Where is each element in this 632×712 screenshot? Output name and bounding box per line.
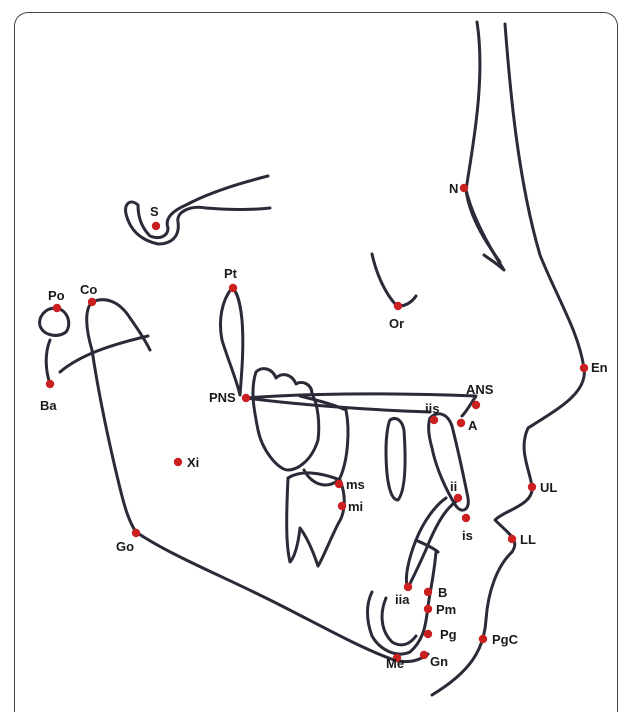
landmark-point-ms xyxy=(335,480,343,488)
landmark-label-mi: mi xyxy=(348,499,363,514)
palate-lower xyxy=(246,398,430,412)
landmark-point-is xyxy=(462,514,470,522)
nasal-inner-line xyxy=(466,190,500,262)
landmark-point-pns xyxy=(242,394,250,402)
landmark-label-xi: Xi xyxy=(187,455,199,470)
landmark-label-ul: UL xyxy=(540,480,557,495)
landmark-label-pg: Pg xyxy=(440,627,457,642)
landmark-point-b xyxy=(424,588,432,596)
porion-outline xyxy=(40,308,69,335)
landmark-point-co xyxy=(88,298,96,306)
landmark-label-co: Co xyxy=(80,282,97,297)
landmark-point-en xyxy=(580,364,588,372)
landmark-label-a: A xyxy=(468,418,478,433)
lower-molar xyxy=(287,473,345,566)
nasal-bone-outline xyxy=(466,22,504,270)
landmark-point-pm xyxy=(424,605,432,613)
landmark-label-iia: iia xyxy=(395,592,410,607)
landmark-point-xi xyxy=(174,458,182,466)
landmark-label-b: B xyxy=(438,585,447,600)
landmark-point-pg xyxy=(424,630,432,638)
landmark-point-ans xyxy=(472,401,480,409)
landmark-label-pns: PNS xyxy=(209,390,236,405)
landmark-point-iis xyxy=(430,416,438,424)
soft-tissue-profile xyxy=(432,24,584,695)
mandible-border xyxy=(136,532,428,662)
basion-outline xyxy=(46,340,50,384)
landmark-label-gn: Gn xyxy=(430,654,448,669)
landmark-label-en: En xyxy=(591,360,608,375)
landmark-point-pgc xyxy=(479,635,487,643)
landmark-label-is: is xyxy=(462,528,473,543)
landmark-label-or: Or xyxy=(389,316,404,331)
occipital-line xyxy=(60,336,148,372)
landmark-label-ll: LL xyxy=(520,532,536,547)
upper-molar xyxy=(253,369,319,470)
landmark-label-n: N xyxy=(449,181,458,196)
landmark-point-ll xyxy=(508,535,516,543)
landmark-label-me: Me xyxy=(386,656,404,671)
landmark-label-ans: ANS xyxy=(466,382,494,397)
landmark-label-pgc: PgC xyxy=(492,632,519,647)
landmark-label-ba: Ba xyxy=(40,398,57,413)
landmark-point-ii xyxy=(454,494,462,502)
landmark-label-iis: iis xyxy=(425,401,439,416)
landmark-point-go xyxy=(132,529,140,537)
landmark-point-s xyxy=(152,222,160,230)
condyle-outline xyxy=(87,302,136,532)
landmark-point-ul xyxy=(528,483,536,491)
landmark-label-go: Go xyxy=(116,539,134,554)
sella-outline xyxy=(126,176,270,244)
landmark-point-a xyxy=(457,419,465,427)
landmark-point-mi xyxy=(338,502,346,510)
anatomical-outlines xyxy=(40,22,585,695)
landmark-label-ii: ii xyxy=(450,479,457,494)
landmark-point-n xyxy=(460,184,468,192)
landmark-label-ms: ms xyxy=(346,477,365,492)
upper-premolar xyxy=(386,418,405,500)
pterygoid-outline xyxy=(220,288,242,395)
landmark-point-pt xyxy=(229,284,237,292)
landmark-label-pt: Pt xyxy=(224,266,238,281)
landmark-points xyxy=(46,184,588,662)
landmark-label-pm: Pm xyxy=(436,602,456,617)
orbit-outline xyxy=(372,254,416,306)
landmark-point-iia xyxy=(404,583,412,591)
landmark-label-po: Po xyxy=(48,288,65,303)
landmark-point-gn xyxy=(420,651,428,659)
upper-incisor xyxy=(429,414,469,510)
landmark-label-s: S xyxy=(150,204,159,219)
landmark-point-ba xyxy=(46,380,54,388)
landmark-point-or xyxy=(394,302,402,310)
landmark-point-po xyxy=(53,304,61,312)
